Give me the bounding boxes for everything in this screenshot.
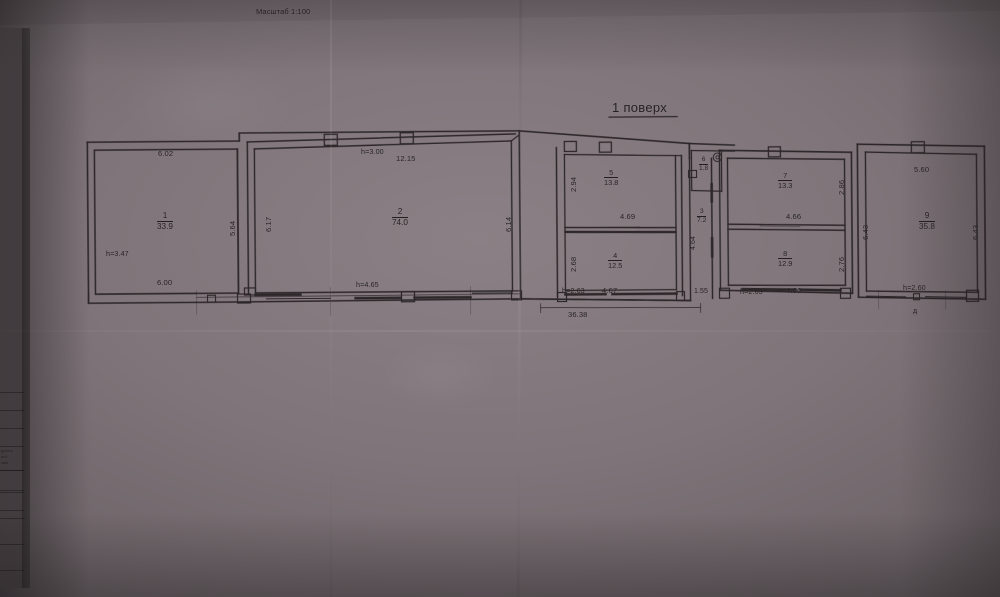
height-room2-bottom: h=4.65 [356,280,379,289]
room-number-3: 3 [699,208,704,215]
dim-room9-right: 6.43 [971,224,980,240]
room-number-6: 6 [701,156,706,163]
dim-room7-bottom: 4.66 [786,212,802,221]
dim-room5-left: 2.94 [569,176,578,192]
room-area-3: 7.2 [697,216,707,225]
room-number-7: 7 [783,171,788,180]
room-area-8: 12.9 [778,257,793,268]
dim-room2-left: 6.17 [264,216,273,232]
dim-room9-left: 6.43 [861,224,870,240]
room-label-8: 8 12.9 [778,249,793,268]
scale-label: Масштаб 1:100 [256,7,311,16]
room-area-4: 12.5 [608,259,623,270]
room-number-9: 9 [924,211,930,220]
room-number-4: 4 [613,251,618,260]
room-label-3: 3 7.2 [697,208,707,225]
dim-room3-bottom: 1.55 [694,288,709,295]
dim-overall-bottom: 36.38 [568,310,588,319]
room-area-7: 13.3 [778,179,793,190]
room-number-5: 5 [609,168,614,177]
room-number-8: 8 [783,249,788,258]
dim-room2-top: 12.15 [396,154,416,163]
room-label-7: 7 13.3 [778,171,793,190]
dim-room7-right: 2.86 [837,179,846,195]
dim-room5-bottom: 4.69 [620,212,636,221]
room-area-6: 1.8 [699,164,709,173]
room-area-1: 33.9 [157,220,173,231]
height-room2: h=3.00 [361,147,384,156]
plan-title: 1 поверх [612,100,668,115]
dim-room1-top: 6.02 [158,149,174,158]
room-area-2: 74.0 [392,216,408,227]
dim-room2-right: 6.14 [504,216,513,232]
dim-room9-top: 5.60 [914,165,930,174]
room-area-5: 13.8 [604,176,619,187]
height-room1: h=3.47 [106,249,129,258]
dim-room8-right: 2.76 [837,256,846,272]
dim-room3-left: 4.64 [690,235,697,250]
room-label-6: 6 1.8 [699,156,709,173]
room-label-9: 9 35.8 [919,212,935,231]
dim-room1-bottom: 6.00 [157,278,173,287]
door-marker: д [913,308,918,315]
room-label-2: 2 74.0 [392,208,408,227]
dim-room1-right: 5.64 [228,220,237,236]
dim-room4-left: 2.68 [569,256,578,272]
dim-room4-bottom: 4.67 [602,286,618,295]
room-label-5: 5 13.8 [604,168,619,187]
height-room4: h=2.63 [562,286,585,295]
room-number-2: 2 [397,207,403,216]
room-area-9: 35.8 [919,220,935,231]
room-number-1: 1 [162,211,168,220]
height-room9: h=2.60 [903,283,926,292]
dim-room8-bottom: 4.66 [786,286,802,295]
height-room8: h=2.63 [740,287,763,296]
room-label-4: 4 12.5 [608,251,623,270]
room-label-1: 1 33.9 [157,212,173,231]
